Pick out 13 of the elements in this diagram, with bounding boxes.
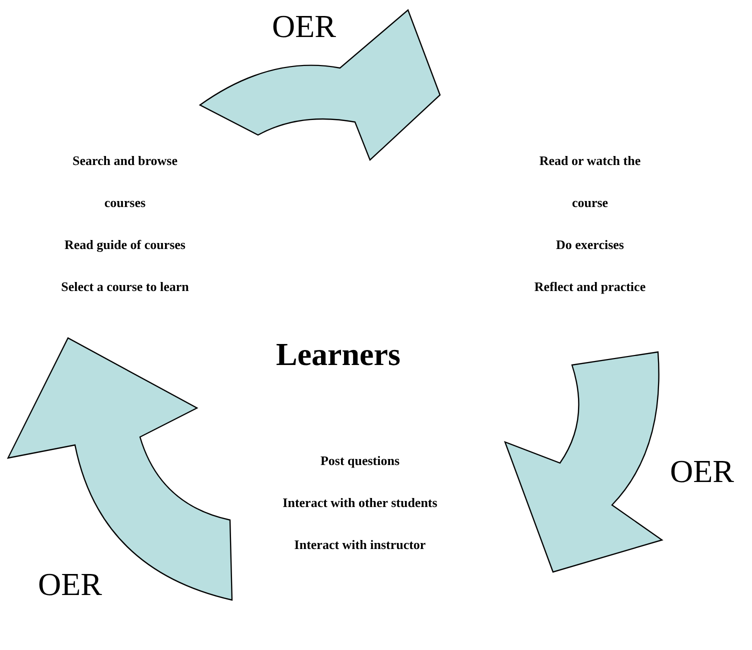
step-text: Post questions [319, 452, 401, 470]
curved-block-arrow [504, 351, 663, 573]
step-text: Do exercises [555, 236, 625, 254]
step-text: Reflect and practice [533, 278, 647, 296]
step-text: Select a course to learn [60, 278, 190, 296]
center-label: Learners [276, 336, 400, 373]
step-text: Interact with other students [282, 494, 438, 512]
step-text: Search and browse courses [72, 152, 178, 212]
step-text: Read or watch the course [538, 152, 642, 212]
step-text: Interact with instructor [293, 536, 427, 554]
step-text: Read guide of courses [64, 236, 186, 254]
curved-block-arrow [199, 9, 441, 161]
curved-block-arrow [7, 337, 233, 601]
